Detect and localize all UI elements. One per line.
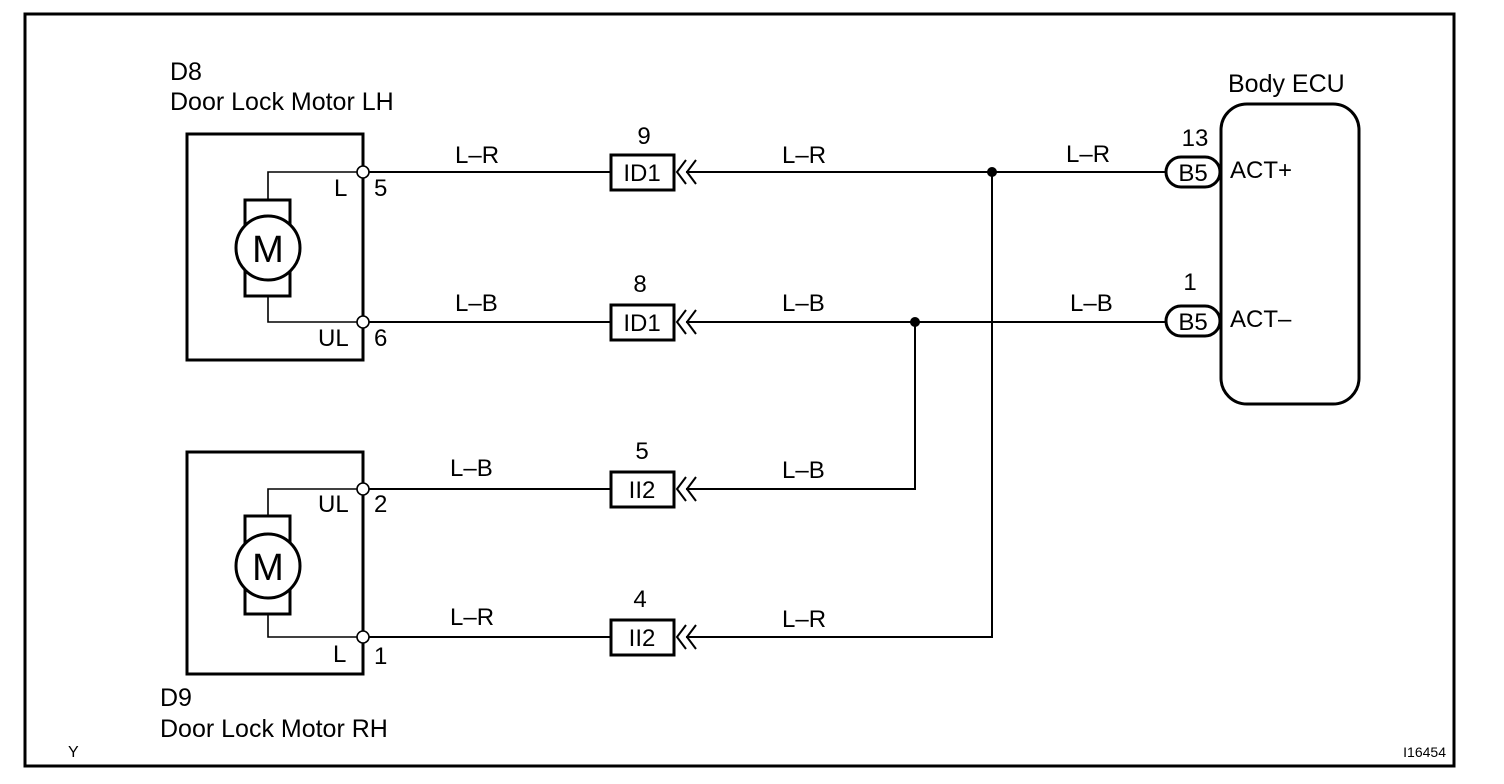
ecu-connector-pin: 1	[1183, 269, 1196, 296]
wire-label: L–R	[455, 142, 499, 169]
ecu-box	[1219, 102, 1361, 406]
wire-label: L–R	[450, 604, 494, 631]
inline-connector-ii2-5: 5 II2	[609, 438, 697, 509]
terminal-label: UL	[318, 325, 349, 352]
motor-letter: M	[252, 547, 284, 589]
terminal-label: L	[334, 175, 347, 202]
connector-pin: 8	[633, 271, 646, 298]
inline-connector-id1-9: 9 ID1	[609, 123, 697, 192]
wire-label: L–R	[1066, 141, 1110, 168]
terminal-pin: 6	[374, 325, 387, 352]
junction-dot	[987, 167, 997, 177]
wire-label: L–B	[455, 290, 498, 317]
connector-pin: 4	[633, 586, 646, 613]
ecu-pin-act-minus: ACT–	[1230, 306, 1292, 333]
terminal-pin: 5	[374, 175, 387, 202]
motor-symbol	[234, 214, 302, 282]
motor-lh-box	[185, 132, 365, 362]
terminal-dot	[356, 482, 370, 496]
figure-id: I16454	[1403, 744, 1446, 760]
ecu-connector-label: B5	[1178, 160, 1207, 187]
connector-label: ID1	[623, 160, 660, 187]
wire-label: L–R	[782, 606, 826, 633]
connector-pin: 5	[635, 438, 648, 465]
wire-label: L–B	[450, 455, 493, 482]
motor-rh-code: D9	[160, 684, 192, 712]
body-ecu: Body ECU ACT+ ACT–	[1219, 70, 1361, 406]
connector-label: ID1	[623, 310, 660, 337]
wire-label: L–B	[782, 457, 825, 484]
motor-symbol	[234, 532, 302, 600]
motor-rh-box	[185, 450, 365, 676]
motor-lh-name: Door Lock Motor LH	[170, 88, 394, 116]
inline-connector-id1-8: 8 ID1	[609, 271, 697, 342]
wire-label: L–B	[782, 290, 825, 317]
terminal-label: UL	[318, 491, 349, 518]
terminal-label: L	[333, 641, 346, 668]
terminal-dot	[356, 315, 370, 329]
terminal-pin: 2	[374, 491, 387, 518]
motor-rh-name: Door Lock Motor RH	[160, 715, 388, 743]
ecu-connector-b5-13: B5 13	[1164, 125, 1222, 189]
terminal-dot	[356, 165, 370, 179]
ecu-connector-b5-1: B5 1	[1164, 269, 1222, 338]
ecu-pin-act-plus: ACT+	[1230, 157, 1292, 184]
terminal-pin: 1	[374, 643, 387, 670]
terminal-dot	[356, 630, 370, 644]
ecu-connector-label: B5	[1178, 309, 1207, 336]
inline-connector-ii2-4: 4 II2	[609, 586, 697, 657]
wire-label: L–R	[782, 142, 826, 169]
connector-label: II2	[629, 625, 656, 652]
frame-border	[23, 12, 1456, 768]
wire-segment	[686, 322, 916, 490]
junction-dot	[910, 317, 920, 327]
ecu-connector-pin: 13	[1182, 125, 1209, 152]
connector-pin: 9	[637, 123, 650, 150]
door-lock-motor-lh: D8 Door Lock Motor LH M L 5 UL 6	[170, 58, 394, 362]
connector-label: II2	[629, 477, 656, 504]
corner-mark: Y	[68, 744, 79, 761]
motor-letter: M	[252, 229, 284, 271]
wire-segment	[686, 172, 993, 638]
door-lock-motor-rh: M UL 2 L 1 D9 Door Lock Motor RH	[160, 450, 388, 743]
motor-lh-code: D8	[170, 58, 202, 86]
wire-label: L–B	[1070, 290, 1113, 317]
ecu-title: Body ECU	[1228, 70, 1345, 98]
